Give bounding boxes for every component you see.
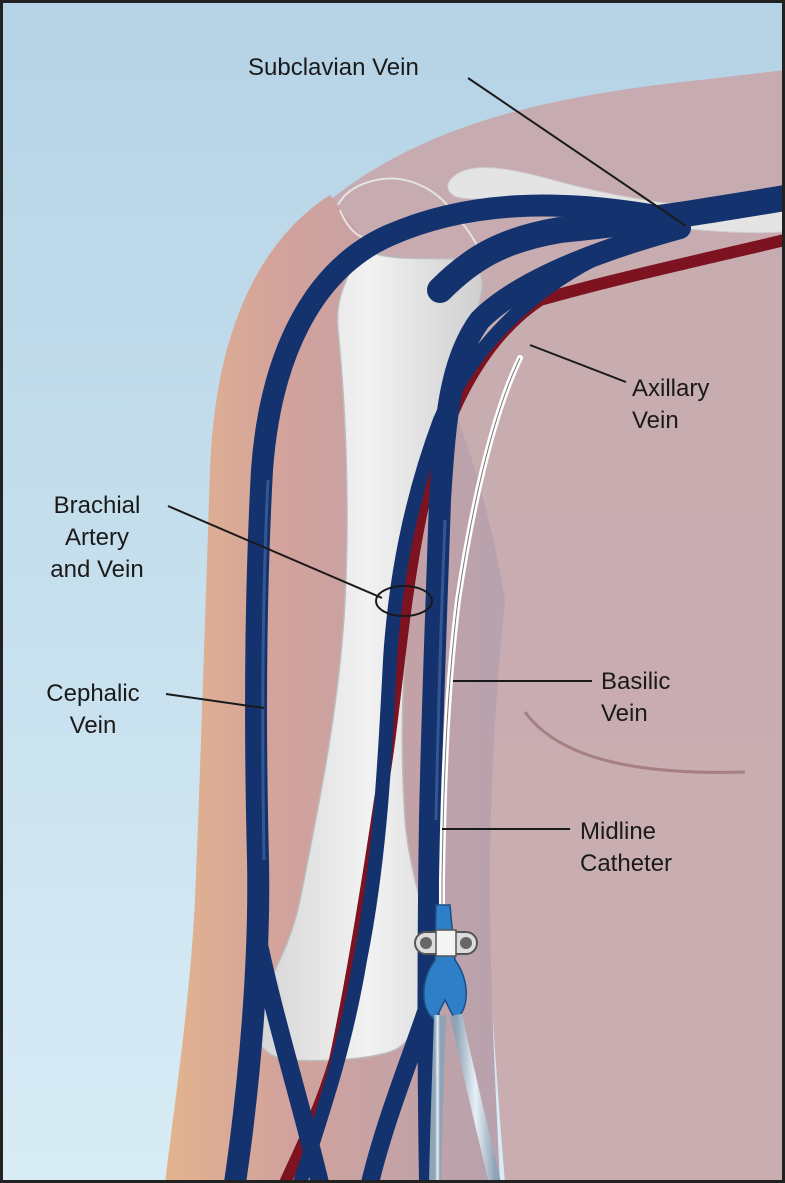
extension-tube-left	[435, 1015, 440, 1183]
catheter-clamp	[415, 930, 477, 956]
subclavian-vein-label: Subclavian Vein	[248, 52, 419, 84]
cephalic-vein-label: Cephalic Vein	[28, 678, 158, 742]
axillary-vein-label: Axillary Vein	[632, 373, 709, 437]
basilic-vein-label: Basilic Vein	[601, 666, 670, 730]
midline-catheter-label: Midline Catheter	[580, 816, 672, 880]
brachial-artery-vein-label: Brachial Artery and Vein	[34, 490, 160, 586]
